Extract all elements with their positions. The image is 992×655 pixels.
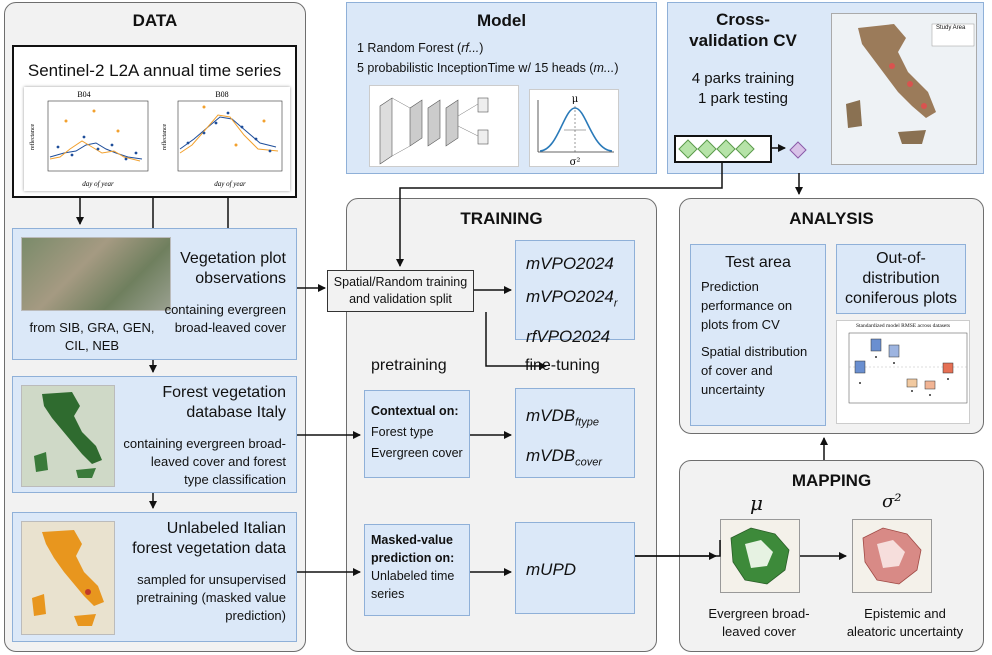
cv-panel: Cross- validation CV 4 parks training 1 … xyxy=(667,2,984,174)
contextual-title: Contextual on: xyxy=(371,404,459,418)
mu-symbol: μ xyxy=(572,94,579,105)
uncertainty-map-caption: Epistemic and aleatoric uncertainty xyxy=(846,606,964,639)
cv-desc: 4 parks training 1 park testing xyxy=(691,70,795,107)
forest-db-box: Forest vegetation database Italy contain… xyxy=(12,376,297,493)
finetuning-label: fine-tuning xyxy=(525,357,600,374)
split-box: Spatial/Random training and validation s… xyxy=(327,270,474,312)
contextual-evergreen-cover: Evergreen cover xyxy=(371,446,463,460)
outputs-vdb-box: mVDBftype mVDBcover xyxy=(515,388,635,478)
output-mvdb-ftype: mVDBftype xyxy=(526,406,599,429)
masked-series: series xyxy=(371,587,405,601)
contextual-box: Contextual on: Forest type Evergreen cov… xyxy=(364,390,470,478)
model-title: Model xyxy=(476,11,527,30)
veg-plot-sources: from SIB, GRA, GEN, CIL, NEB xyxy=(29,320,155,353)
plot-right-ylabel: reflectance xyxy=(161,124,168,151)
sentinel-box: Sentinel-2 L2A annual time series B04 B0… xyxy=(12,45,297,198)
study-area-map: Study Area xyxy=(831,13,977,165)
network-diagram xyxy=(369,85,519,167)
plot-left-ylabel: reflectance xyxy=(29,124,36,151)
model-line-rf: 1 Random Forest (rf...) xyxy=(357,41,484,55)
cv-test-park-diamond xyxy=(789,141,807,159)
forest-db-title: Forest vegetation database Italy xyxy=(162,384,286,421)
boxplot-figure: Standardized model RMSE across datasets xyxy=(836,320,970,424)
cv-title: Cross- validation CV xyxy=(689,10,797,50)
unlabeled-map-image xyxy=(21,521,115,635)
boxplot-title: Standardized model RMSE across datasets xyxy=(855,323,951,329)
analysis-title: ANALYSIS xyxy=(789,209,874,228)
sentinel-plots: B04 B08 day of year day of year reflecta… xyxy=(24,87,290,191)
test-area-spatial: Spatial distribution of cover and uncert… xyxy=(701,344,808,397)
contextual-forest-type: Forest type xyxy=(371,425,434,439)
plot-right-title: B08 xyxy=(215,90,228,99)
output-rfvpo2024: rfVPO2024 xyxy=(526,327,611,347)
masked-unlabeled: Unlabeled time xyxy=(371,569,455,583)
plot-left-xlabel: day of year xyxy=(82,180,114,188)
test-area-performance: Prediction performance on plots from CV xyxy=(701,279,793,332)
study-area-label: Study Area xyxy=(936,25,966,31)
masked-title-2: prediction on: xyxy=(371,551,455,565)
mapping-sigma: σ² xyxy=(882,491,902,512)
output-mvpo2024: mVPO2024 xyxy=(526,254,614,273)
veg-plot-box: Vegetation plot observations containing … xyxy=(12,228,297,360)
plot-left-title: B04 xyxy=(77,90,90,99)
mapping-mu: μ xyxy=(750,491,763,515)
output-mupd: mUPD xyxy=(526,560,577,579)
training-title: TRAINING xyxy=(460,209,543,228)
model-panel: Model 1 Random Forest (rf...) 5 probabil… xyxy=(346,2,657,174)
sigma-symbol: σ² xyxy=(570,157,581,168)
distribution-plot: μ σ² xyxy=(529,89,619,168)
output-mupd-box: mUPD xyxy=(515,522,635,614)
output-mvdb-cover: mVDBcover xyxy=(526,446,603,469)
ood-title: Out-of- distribution coniferous plots xyxy=(844,250,958,307)
ood-box: Out-of- distribution coniferous plots xyxy=(836,244,966,314)
sentinel-title: Sentinel-2 L2A annual time series xyxy=(27,61,282,80)
outputs-vpo-box: mVPO2024 mVPO2024r rfVPO2024 xyxy=(515,240,635,346)
cover-map-caption: Evergreen broad- leaved cover xyxy=(708,606,810,639)
plot-right-xlabel: day of year xyxy=(214,180,246,188)
forest-db-map-image xyxy=(21,385,115,487)
pretraining-label: pretraining xyxy=(371,357,447,374)
cover-map-image xyxy=(720,519,800,593)
forest-db-desc: containing evergreen broad- leaved cover… xyxy=(123,436,286,487)
test-area-title: Test area xyxy=(725,254,791,271)
data-title: DATA xyxy=(132,11,178,30)
unlabeled-desc: sampled for unsupervised pretraining (ma… xyxy=(136,572,286,623)
test-area-box: Test area Prediction performance on plot… xyxy=(690,244,826,426)
unlabeled-title: Unlabeled Italian forest vegetation data xyxy=(132,520,286,557)
unlabeled-box: Unlabeled Italian forest vegetation data… xyxy=(12,512,297,642)
masked-box: Masked-value prediction on: Unlabeled ti… xyxy=(364,524,470,616)
masked-title-1: Masked-value xyxy=(371,533,453,547)
veg-plot-desc: containing evergreen broad-leaved cover xyxy=(164,302,286,335)
cv-training-parks xyxy=(674,135,772,163)
model-line-inception: 5 probabilistic InceptionTime w/ 15 head… xyxy=(357,61,619,75)
mapping-title: MAPPING xyxy=(791,471,872,490)
veg-plot-title: Vegetation plot observations xyxy=(180,250,286,287)
output-mvpo2024-r: mVPO2024r xyxy=(526,287,618,310)
uncertainty-map-image xyxy=(852,519,932,593)
mapping-panel: MAPPING μ σ² Evergreen broad- leaved cov… xyxy=(679,460,984,652)
veg-plot-map-image xyxy=(21,237,171,311)
